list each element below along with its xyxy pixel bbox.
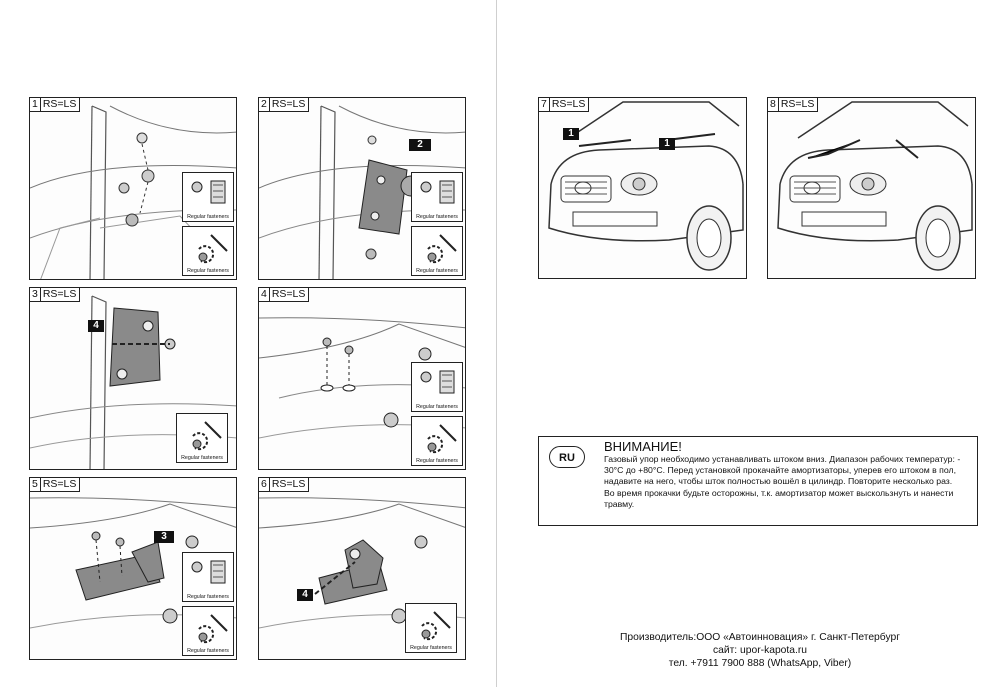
tool-inset: Regular fasteners xyxy=(182,606,234,656)
bracket-bolt-illustration xyxy=(30,295,236,469)
tool-inset: Regular fasteners xyxy=(405,603,457,653)
hood-illustration xyxy=(30,105,236,279)
fastener-inset: Regular fasteners xyxy=(182,172,234,222)
car-front-illustration xyxy=(777,101,973,271)
tool-inset: Regular fasteners xyxy=(182,226,234,276)
part-callout: 4 xyxy=(88,320,104,332)
part-callout: 1 xyxy=(659,138,675,150)
warning-text: Газовый упор необходимо устанавливать шт… xyxy=(604,454,961,509)
website-line: сайт: upor-kapota.ru xyxy=(712,645,808,656)
tool-inset: Regular fasteners xyxy=(411,226,463,276)
page-divider xyxy=(496,0,497,687)
part-callout: 4 xyxy=(297,589,313,601)
warning-title: ВНИМАНИЕ! xyxy=(604,439,682,454)
tool-inset: Regular fasteners xyxy=(176,413,228,463)
tool-inset: Regular fasteners xyxy=(411,416,463,466)
lower-bracket-illustration xyxy=(30,497,236,629)
manufacturer-line: Производитель:ООО «Автоинновация» г. Сан… xyxy=(620,632,900,643)
fastener-inset: Regular fasteners xyxy=(182,552,234,602)
warning-box: RU ВНИМАНИЕ! Газовый упор необходимо уст… xyxy=(538,436,978,526)
manufacturer-footer: Производитель:ООО «Автоинновация» г. Сан… xyxy=(560,631,960,670)
part-callout: 1 xyxy=(563,128,579,140)
body-mount-illustration xyxy=(259,317,465,439)
fastener-inset: Regular fasteners xyxy=(411,362,463,412)
part-callout: 3 xyxy=(154,531,174,543)
phone-line: тел. +7911 7900 888 (WhatsApp, Viber) xyxy=(668,658,852,669)
part-callout: 2 xyxy=(409,139,431,151)
car-front-illustration xyxy=(548,101,744,271)
language-badge: RU xyxy=(549,446,585,468)
fastener-inset: Regular fasteners xyxy=(411,172,463,222)
